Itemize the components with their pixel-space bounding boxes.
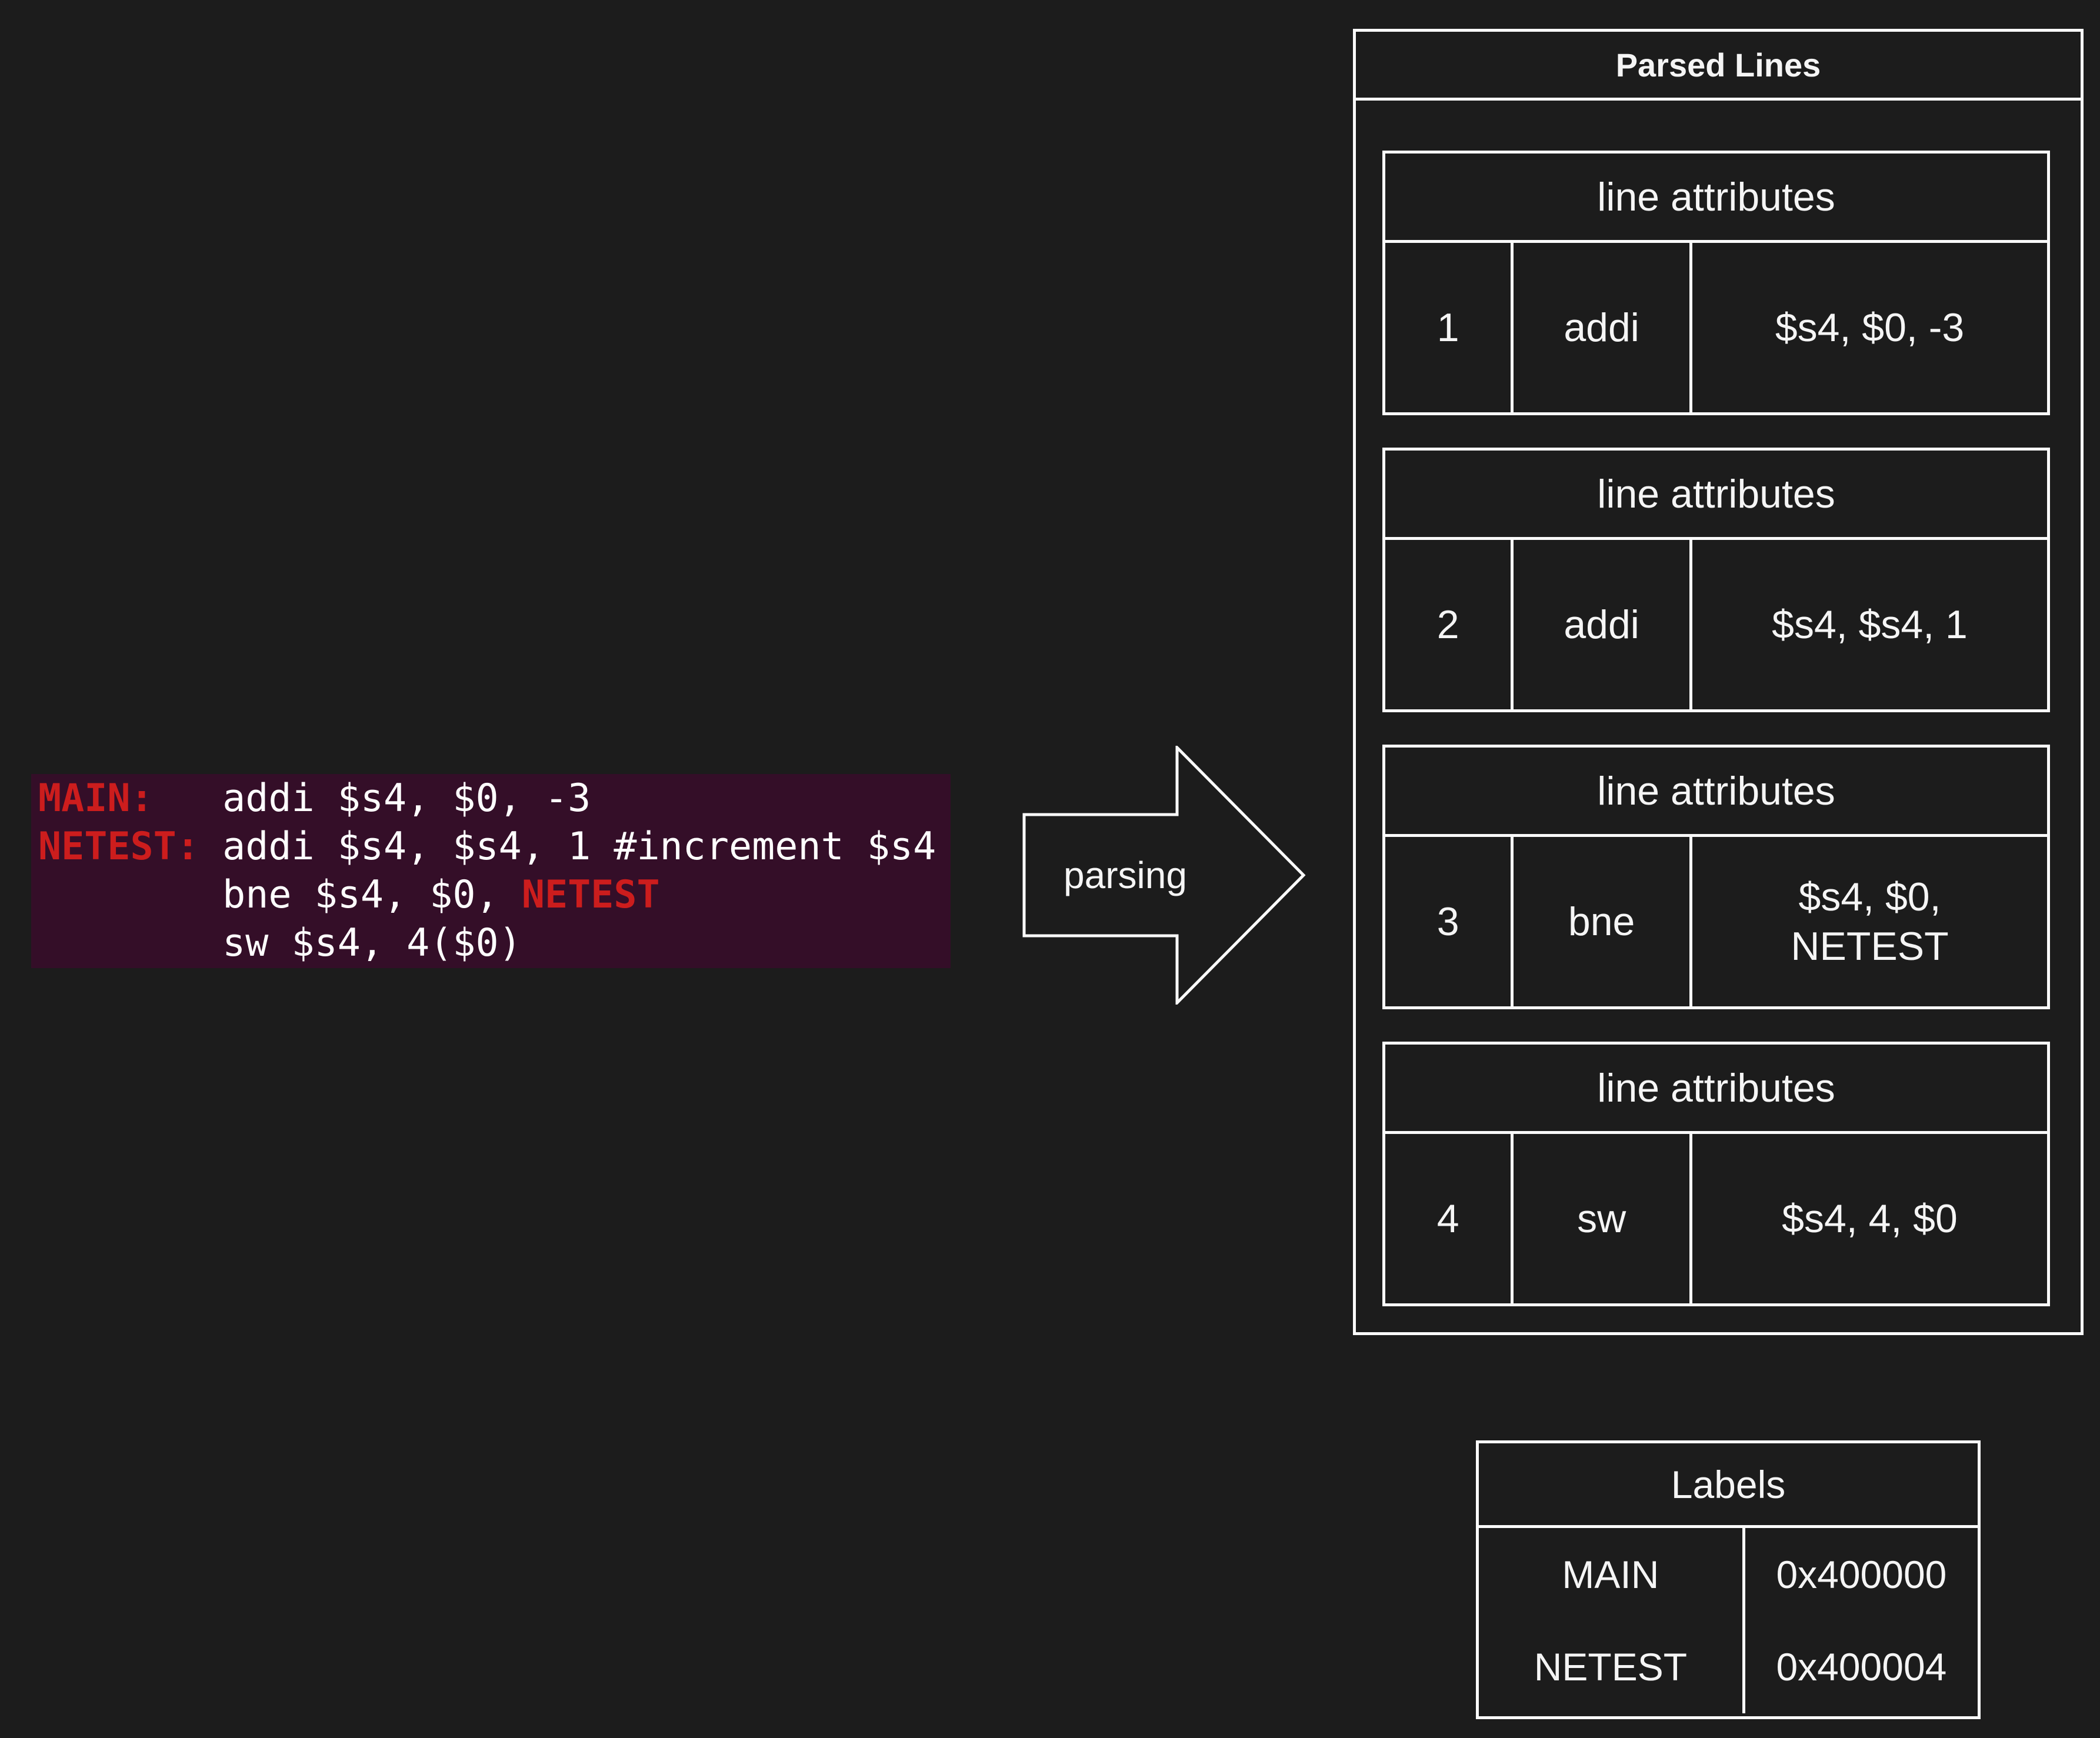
code-line-4: sw $s4, 4($0)	[38, 919, 951, 968]
table-row: 3 bne $s4, $0, NETEST	[1385, 837, 2047, 1006]
parsed-line-table-3: line attributes 3 bne $s4, $0, NETEST	[1382, 745, 2050, 1009]
line-attributes-header: line attributes	[1385, 451, 2047, 540]
labels-table-title: Labels	[1479, 1443, 1978, 1528]
line-attributes-header: line attributes	[1385, 154, 2047, 243]
label-main: MAIN:	[38, 776, 154, 820]
opcode-cell: bne	[1514, 837, 1692, 1006]
label-name-netest: NETEST	[1534, 1645, 1688, 1689]
labels-table-body: MAIN NETEST 0x400000 0x400004	[1479, 1528, 1978, 1713]
label-address-netest: 0x400004	[1776, 1645, 1947, 1689]
line-number-cell: 2	[1385, 540, 1514, 709]
instruction-sw: sw $s4, 4($0)	[38, 921, 522, 965]
parsing-arrow: parsing	[1022, 746, 1306, 1005]
label-address-main: 0x400000	[1776, 1552, 1947, 1596]
assembly-code-block: MAIN: addi $s4, $0, -3 NETEST: addi $s4,…	[31, 774, 951, 968]
label-name-column: MAIN NETEST	[1479, 1528, 1745, 1713]
opcode-cell: addi	[1514, 243, 1692, 412]
parsed-lines-panel: Parsed Lines line attributes 1 addi $s4,…	[1353, 29, 2084, 1335]
label-name-main: MAIN	[1562, 1552, 1659, 1596]
line-number-cell: 3	[1385, 837, 1514, 1006]
line-attributes-header: line attributes	[1385, 1045, 2047, 1134]
right-arrow-icon	[1022, 746, 1306, 1005]
labels-table: Labels MAIN NETEST 0x400000 0x400004	[1476, 1440, 1981, 1719]
label-address-column: 0x400000 0x400004	[1745, 1528, 1978, 1713]
line-number-cell: 4	[1385, 1134, 1514, 1303]
operands-cell: $s4, $0, -3	[1775, 305, 1965, 350]
parsed-line-table-1: line attributes 1 addi $s4, $0, -3	[1382, 151, 2050, 415]
operands-cell: $s4, $s4, 1	[1772, 602, 1968, 647]
parsed-line-table-4: line attributes 4 sw $s4, 4, $0	[1382, 1042, 2050, 1306]
instruction-bne: bne $s4, $0,	[38, 873, 522, 917]
table-row: 4 sw $s4, 4, $0	[1385, 1134, 2047, 1303]
line-attributes-header: line attributes	[1385, 748, 2047, 837]
parsed-lines-title: Parsed Lines	[1356, 32, 2081, 101]
instruction-addi-1: addi $s4, $0, -3	[153, 776, 591, 820]
line-number-cell: 1	[1385, 243, 1514, 412]
code-line-3: bne $s4, $0, NETEST	[38, 871, 951, 919]
operands-cell: $s4, $0, NETEST	[1791, 875, 1949, 969]
operands-cell: $s4, 4, $0	[1782, 1196, 1958, 1241]
label-netest: NETEST:	[38, 825, 199, 869]
parsing-arrow-label: parsing	[1064, 854, 1187, 896]
opcode-cell: sw	[1514, 1134, 1692, 1303]
code-line-2: NETEST: addi $s4, $s4, 1 #increment $s4	[38, 823, 951, 871]
code-line-1: MAIN: addi $s4, $0, -3	[38, 775, 951, 823]
instruction-addi-2: addi $s4, $s4, 1 #increment $s4	[199, 825, 936, 869]
branch-target-netest: NETEST	[521, 873, 660, 917]
table-row: 2 addi $s4, $s4, 1	[1385, 540, 2047, 709]
opcode-cell: addi	[1514, 540, 1692, 709]
table-row: 1 addi $s4, $0, -3	[1385, 243, 2047, 412]
parsed-line-table-2: line attributes 2 addi $s4, $s4, 1	[1382, 448, 2050, 712]
